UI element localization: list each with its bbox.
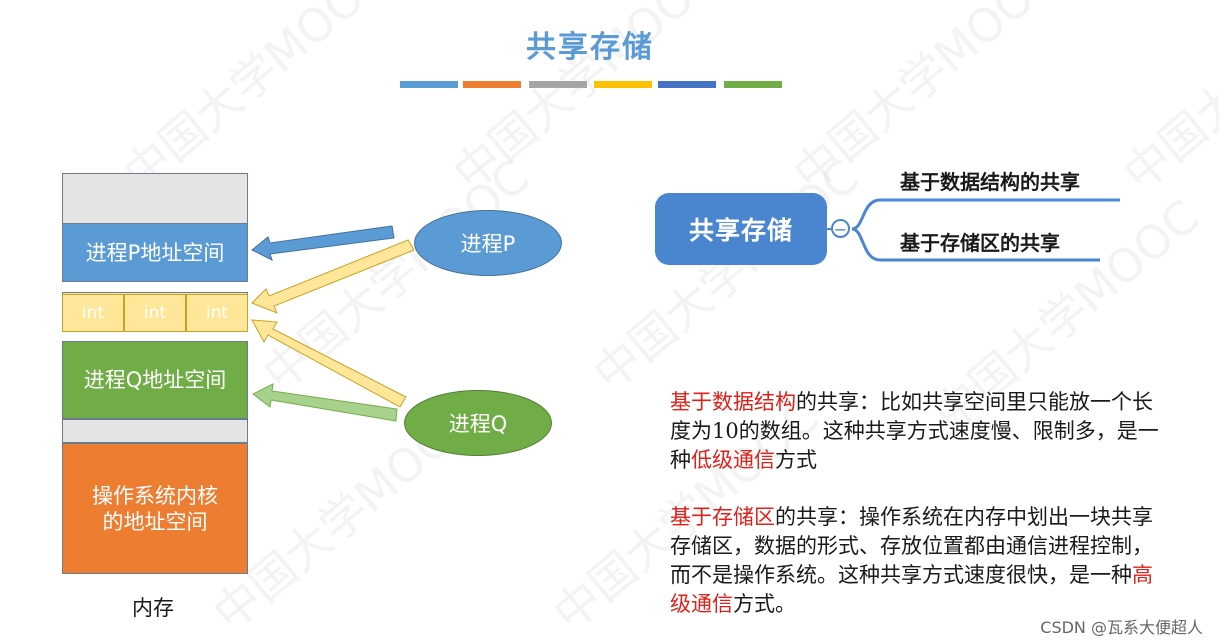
process-p-address-space: 进程P地址空间 xyxy=(62,223,248,282)
shared-int-cell: int xyxy=(124,294,186,332)
arrow-q-to-q-space xyxy=(252,383,398,422)
branch-data-structure[interactable]: 基于数据结构的共享 xyxy=(900,170,1080,194)
description-text: 的共享：操作系统在内存中划出一块共享存储区，数据的形式、存放位置都由通信进程控制… xyxy=(670,505,1153,587)
branch-storage-area[interactable]: 基于存储区的共享 xyxy=(900,231,1060,255)
term-highlight: 基于数据结构 xyxy=(670,390,796,414)
description-data-structure: 基于数据结构的共享：比如共享空间里只能放一个长度为10的数组。这种共享方式速度慢… xyxy=(670,388,1160,475)
arrow-p-to-p-space xyxy=(251,225,395,261)
description-text: 方式。 xyxy=(733,592,796,616)
title-stripe xyxy=(400,81,458,88)
title-stripe xyxy=(529,81,587,88)
process-q-label: 进程Q xyxy=(448,412,508,436)
shared-int-cell: int xyxy=(62,294,124,332)
mindmap-central-node[interactable]: 共享存储 xyxy=(655,193,827,265)
memory-free-middle xyxy=(62,419,248,443)
arrow-q-to-shared xyxy=(251,319,407,408)
footer-credit: CSDN @瓦系大便超人 xyxy=(1040,618,1203,637)
kernel-address-space: 操作系统内核 的地址空间 xyxy=(62,443,248,574)
process-q-address-space: 进程Q地址空间 xyxy=(62,341,248,419)
title-stripe xyxy=(724,81,782,88)
term-highlight: 基于存储区 xyxy=(670,505,775,529)
description-storage-area: 基于存储区的共享：操作系统在内存中划出一块共享存储区，数据的形式、存放位置都由通… xyxy=(670,503,1160,619)
description-text: 方式 xyxy=(775,448,817,472)
level-highlight: 低级通信 xyxy=(691,448,775,472)
memory-caption: 内存 xyxy=(132,596,174,620)
collapse-toggle[interactable]: − xyxy=(831,219,850,239)
title-stripe xyxy=(463,81,521,88)
arrow-p-to-shared xyxy=(251,239,415,314)
process-p-label: 进程P xyxy=(460,232,516,256)
shared-int-cell: int xyxy=(186,294,248,332)
memory-free-top xyxy=(62,173,248,224)
title-stripe xyxy=(658,81,716,88)
slide-title: 共享存储 xyxy=(526,30,654,65)
description-text: 的共享：比如共享空间里只能放一个长度为10的数组。这种共享方式速度慢、限制多，是… xyxy=(670,390,1159,472)
title-stripe xyxy=(594,81,652,88)
minus-icon: − xyxy=(833,220,848,239)
level-highlight: 高级通信 xyxy=(670,563,1153,616)
process-p-node: 进程P xyxy=(414,210,562,276)
process-q-node: 进程Q xyxy=(404,390,552,456)
